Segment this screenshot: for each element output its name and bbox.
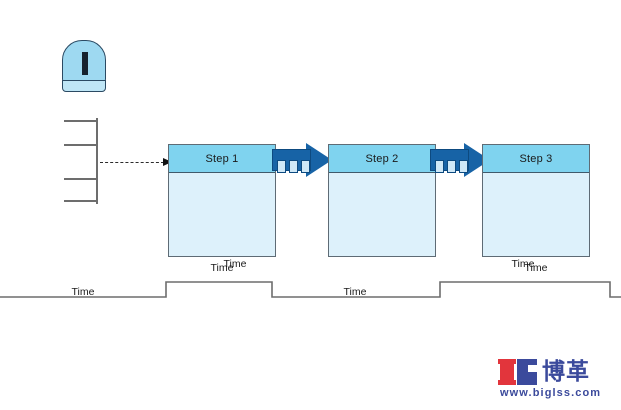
transfer-arrow-1-unit (277, 160, 286, 173)
operator-station-icon (62, 40, 106, 92)
cycle-time-waveform-svg (0, 281, 621, 298)
step-box-3[interactable]: Step 3 (482, 144, 590, 257)
transfer-arrow-1-unit (289, 160, 298, 173)
operator-base-shape (62, 80, 106, 92)
step-box-1-body (169, 173, 275, 256)
step-box-3-caption: Time (524, 262, 548, 274)
queue-bracket-prong (64, 200, 97, 202)
dashed-feed-line (100, 162, 164, 163)
step-box-1-label: Step 1 (205, 152, 239, 165)
transfer-arrow-1-unit (301, 160, 310, 173)
logo-brand-text: 博革 (542, 358, 590, 384)
logo-mark-i (498, 359, 516, 385)
queue-bracket-prong (64, 144, 97, 146)
cycle-time-waveform-path (0, 281, 621, 298)
transfer-arrow-2-unit (459, 160, 468, 173)
step-box-1-caption: Time (210, 262, 234, 274)
transfer-arrow-1 (272, 143, 332, 177)
step-box-2[interactable]: Step 2 (328, 144, 436, 257)
operator-bar-icon (82, 52, 88, 75)
biglss-logo-icon (498, 359, 538, 385)
waveform-label-low-2: Time (343, 286, 367, 298)
step-box-2-label: Step 2 (365, 152, 399, 165)
step-box-3-body (483, 173, 589, 256)
transfer-arrow-1-shaft (272, 149, 311, 173)
step-box-1-header: Step 1 (169, 145, 275, 173)
transfer-arrow-2-unit (447, 160, 456, 173)
operator-dome-shape (62, 40, 106, 82)
transfer-arrow-2-unit (435, 160, 444, 173)
dashed-feed-arrow (100, 158, 172, 167)
step-box-1[interactable]: Step 1 (168, 144, 276, 257)
queue-bracket-spine (96, 118, 98, 204)
queue-bracket (64, 118, 98, 204)
step-box-3-label: Step 3 (519, 152, 553, 165)
logo-mark-g (517, 359, 537, 385)
queue-bracket-prong (64, 178, 97, 180)
queue-bracket-prong (64, 120, 97, 122)
transfer-arrow-2 (430, 143, 490, 177)
site-logo[interactable]: 博革 www.biglss.com (498, 357, 614, 401)
step-box-2-body (329, 173, 435, 256)
waveform-label-high-1: Time (223, 258, 247, 270)
dashed-feed-arrowhead-icon (163, 158, 172, 166)
step-box-2-header: Step 2 (329, 145, 435, 173)
waveform-label-low-1: Time (71, 286, 95, 298)
waveform-label-high-2: Time (511, 258, 535, 270)
logo-url-text: www.biglss.com (500, 387, 602, 399)
step-box-3-header: Step 3 (483, 145, 589, 173)
cycle-time-waveform (0, 275, 621, 305)
transfer-arrow-2-shaft (430, 149, 469, 173)
